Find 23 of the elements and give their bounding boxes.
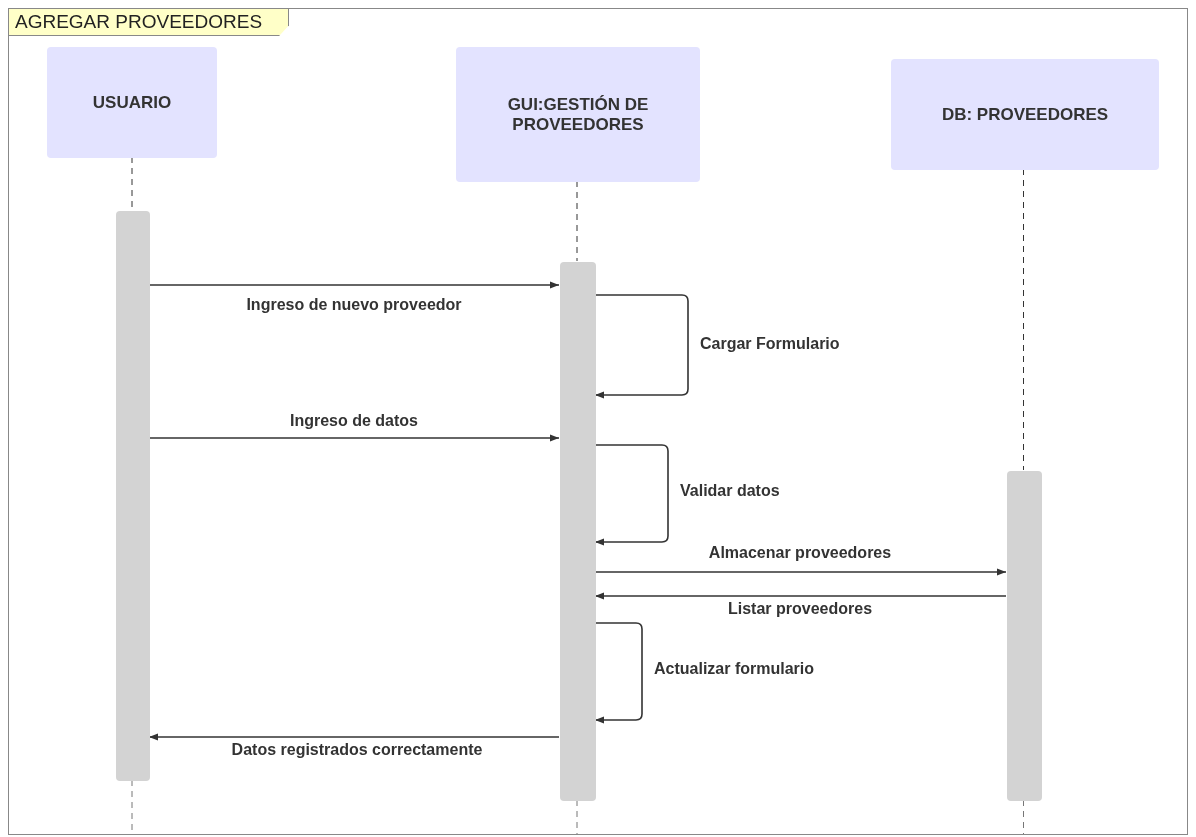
sequence-frame xyxy=(8,8,1188,835)
lifeline xyxy=(1023,168,1024,471)
message-arrow xyxy=(148,434,560,442)
self-message-arrow xyxy=(594,444,669,546)
activation-bar xyxy=(1007,471,1042,801)
message-arrow xyxy=(148,281,560,289)
self-message-arrow xyxy=(594,622,643,724)
message-label: Cargar Formulario xyxy=(698,335,842,353)
activation-bar xyxy=(560,262,596,801)
message-label: Ingreso de datos xyxy=(288,412,420,430)
activation-bar xyxy=(116,211,150,781)
message-label: Ingreso de nuevo proveedor xyxy=(244,296,464,314)
message-arrow xyxy=(594,568,1007,576)
participant-box: DB: PROVEEDORES xyxy=(891,59,1159,170)
message-label: Almacenar proveedores xyxy=(706,544,894,562)
message-label: Datos registrados correctamente xyxy=(229,741,485,759)
participant-box: GUI:GESTIÓN DE PROVEEDORES xyxy=(456,47,700,182)
frame-title: AGREGAR PROVEEDORES xyxy=(9,9,290,36)
self-message-arrow xyxy=(594,294,689,399)
message-arrow xyxy=(148,733,560,741)
message-arrow xyxy=(594,592,1007,600)
lifeline xyxy=(576,180,578,262)
participant-box: USUARIO xyxy=(47,47,217,158)
